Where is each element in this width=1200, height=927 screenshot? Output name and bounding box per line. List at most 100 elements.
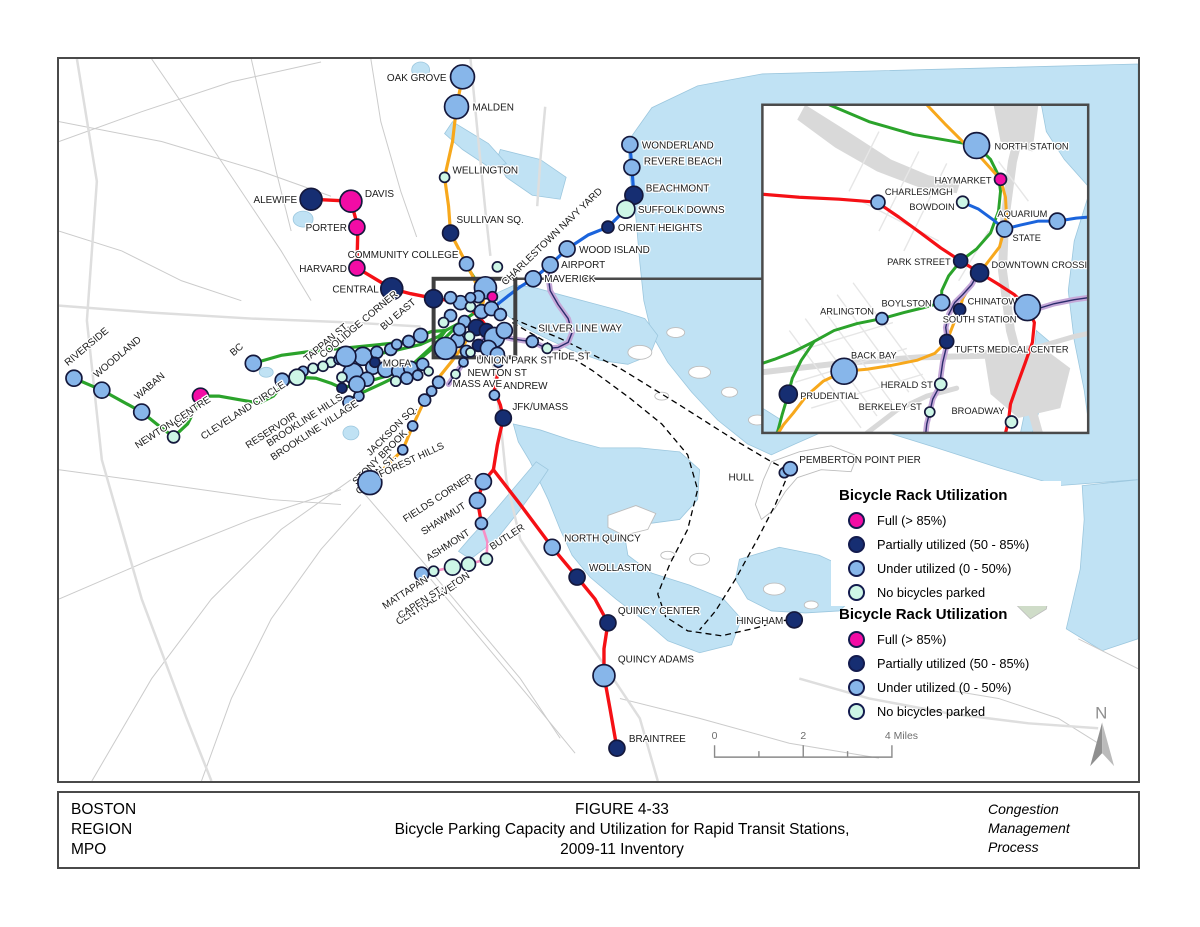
inset-road-area-2 <box>797 104 961 194</box>
station-marker <box>336 371 348 384</box>
station-marker-waban <box>132 403 151 421</box>
island-9 <box>803 600 819 610</box>
map-label-hull: HULL <box>729 473 755 484</box>
inset-street-13 <box>997 161 1029 202</box>
station-marker-revere-beach <box>623 158 641 177</box>
island-8 <box>762 582 786 596</box>
inset-station-marker-north-station <box>962 131 991 160</box>
process-line: Congestion <box>988 801 1059 817</box>
inset-street-8 <box>878 151 920 232</box>
under-swatch-icon <box>848 559 865 577</box>
station-label: HARVARD <box>299 264 347 275</box>
legend-item-label: No bicycles parked <box>877 703 986 719</box>
inset-station-marker-arlington <box>875 311 889 326</box>
boundary-line-10 <box>1077 638 1138 670</box>
agency-name: BOSTON REGION MPO <box>59 793 256 867</box>
inset-street-7 <box>811 373 924 409</box>
station-marker-milton <box>460 556 477 573</box>
legend-items: Full (> 85%)Partially utilized (50 - 85%… <box>839 627 1053 723</box>
island-2 <box>688 365 712 379</box>
inset-station-label: BERKELEY ST <box>859 402 922 412</box>
station-marker-airport <box>541 256 559 274</box>
station-marker <box>423 288 444 309</box>
inset-water-1 <box>1067 196 1089 421</box>
legend-item-label: No bicycles parked <box>877 584 986 600</box>
station-marker-woodland <box>93 381 111 399</box>
station-marker <box>493 307 508 322</box>
inset-frame-border <box>761 103 1090 435</box>
inset-station-marker-bowdoin <box>955 195 970 210</box>
station-label: AIRPORT <box>561 260 605 271</box>
boundary-line-9 <box>938 688 1099 744</box>
full-swatch-icon <box>848 630 865 648</box>
station-label: REVERE BEACH <box>644 156 722 167</box>
inset-road-3 <box>864 385 960 433</box>
inset-road-0 <box>998 104 1043 433</box>
inset-station-marker-state <box>995 220 1014 238</box>
partial-swatch-icon <box>848 535 865 553</box>
station-marker-green-st- <box>396 444 409 456</box>
ferry-route-0 <box>512 317 786 470</box>
boundary-line-5 <box>91 479 352 781</box>
station-marker-braintree <box>608 739 626 757</box>
station-marker <box>423 365 434 377</box>
station-marker <box>411 369 424 382</box>
station-marker-oak-grove <box>449 64 476 90</box>
inset-extent-box <box>431 276 518 360</box>
station-marker-newton-centre <box>191 387 210 405</box>
inset-station-label: SOUTH STATION <box>943 315 1017 325</box>
station-marker <box>307 362 319 375</box>
station-marker <box>431 375 446 390</box>
station-label: NORTH QUINCY <box>564 533 641 544</box>
station-label: BC <box>228 341 246 358</box>
island-4 <box>721 386 738 398</box>
station-marker-wood-island <box>558 240 576 258</box>
island-1 <box>666 327 686 338</box>
station-marker-brookline-village <box>348 375 366 393</box>
station-marker <box>389 375 402 388</box>
station-label: UNION PARK ST <box>476 355 553 366</box>
station-marker <box>399 371 414 386</box>
boundary-line-14 <box>250 59 292 232</box>
station-marker <box>491 261 504 273</box>
station-label: PEMBERTON POINT PIER <box>799 455 921 466</box>
legend-item-under: Under utilized (0 - 50%) <box>839 675 1053 699</box>
station-marker-shawmut <box>468 491 487 510</box>
station-label: WONDERLAND <box>642 141 714 152</box>
boundary-line-7 <box>430 578 576 754</box>
inset-station-label: DOWNTOWN CROSSING <box>992 260 1101 270</box>
inset-water-3 <box>762 407 782 433</box>
agency-line: REGION <box>71 821 133 839</box>
inset-station-label: BROADWAY <box>952 406 1005 416</box>
station-label: MAVERICK <box>544 274 596 285</box>
station-marker-hingham <box>785 611 804 629</box>
inset-station-label: ARLINGTON <box>820 307 874 317</box>
inset-station-marker-chinatown <box>952 302 967 317</box>
partial-swatch-icon <box>848 654 865 672</box>
ferry-route-2 <box>699 471 790 631</box>
inset-station-label: NORTH STATION <box>995 142 1069 152</box>
station-marker-forest-hills <box>357 469 383 496</box>
inset-station-label: BACK BAY <box>851 350 897 360</box>
station-marker <box>464 291 477 304</box>
station-marker <box>492 356 505 369</box>
station-marker-jfk-umass <box>494 409 513 427</box>
inset-road-2 <box>1000 330 1089 358</box>
inset-station-marker-south-station <box>1013 293 1042 322</box>
station-marker-porter <box>348 218 366 236</box>
station-marker-andrew <box>488 389 501 401</box>
station-marker <box>486 290 499 303</box>
boundary-line-3 <box>370 59 418 238</box>
station-marker-bu-east <box>412 327 429 344</box>
legend-item-label: Under utilized (0 - 50%) <box>877 679 1012 695</box>
inset-station-label: BOYLSTON <box>881 299 931 309</box>
boundary-line-0 <box>59 61 322 143</box>
station-label: WABAN <box>133 371 168 403</box>
pond-0 <box>292 210 314 228</box>
station-marker-butler <box>479 552 494 567</box>
highway-line-2 <box>59 304 421 328</box>
station-label: PORTER <box>306 223 347 234</box>
station-marker <box>342 395 356 409</box>
